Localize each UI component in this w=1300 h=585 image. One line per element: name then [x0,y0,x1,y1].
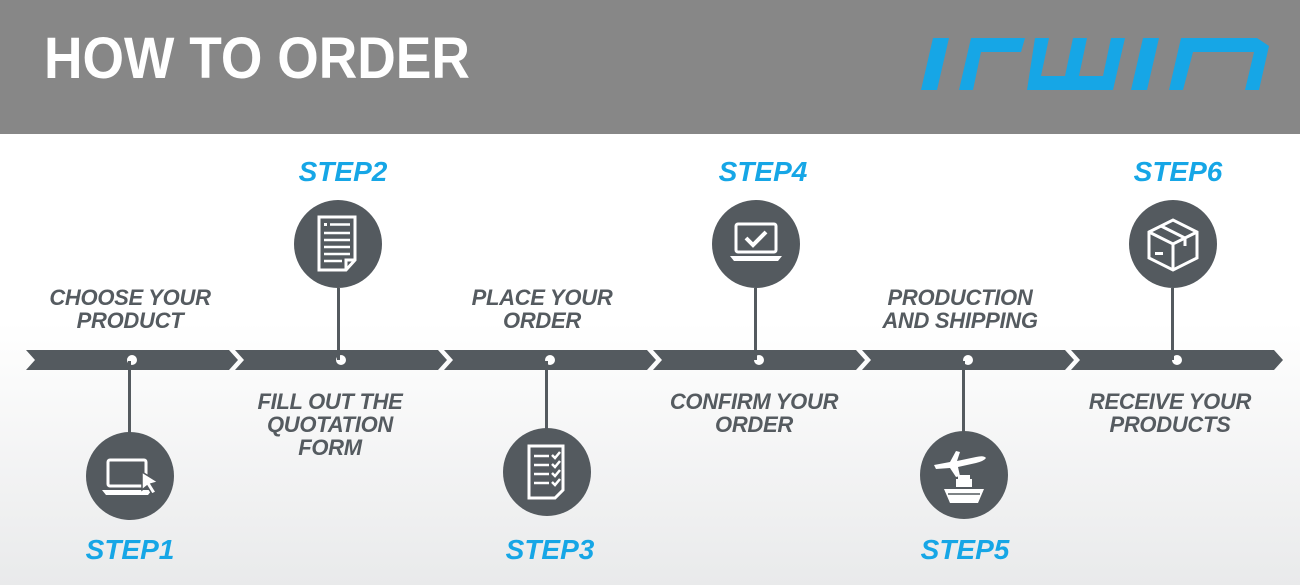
plane-ship-icon [920,431,1008,519]
step2-label: STEP2 [298,156,388,187]
document-icon [294,200,382,288]
step5-description: PRODUCTION AND SHIPPING [882,285,1038,333]
irwin-logo [915,36,1275,92]
timeline-arrow [26,350,1283,370]
step3-label: STEP3 [505,534,595,565]
step4-description: CONFIRM YOUR ORDER [669,389,839,437]
step5-connector [962,361,965,435]
laptop-check-icon [712,200,800,288]
step3-description: PLACE YOUR ORDER [471,285,613,333]
step1-connector [128,361,131,441]
step2-description: FILL OUT THE QUOTATION FORM [257,389,403,460]
step1-description: CHOOSE YOUR PRODUCT [49,285,211,333]
package-icon [1129,200,1217,288]
laptop-cursor-icon [86,432,174,520]
checklist-icon [503,428,591,516]
step5-label: STEP5 [920,534,1010,565]
step4-label: STEP4 [718,156,808,187]
step1-label: STEP1 [85,534,175,565]
step2-connector [337,288,340,360]
step3-connector [545,361,548,435]
step6-label: STEP6 [1133,156,1223,187]
step6-description: RECEIVE YOUR PRODUCTS [1088,389,1252,437]
page-title: HOW TO ORDER [44,26,470,91]
header-bar: HOW TO ORDER [0,0,1300,134]
timeline-dot-6 [1172,355,1182,365]
step4-connector [754,288,757,360]
step6-connector [1171,288,1174,360]
timeline-dot-5 [963,355,973,365]
